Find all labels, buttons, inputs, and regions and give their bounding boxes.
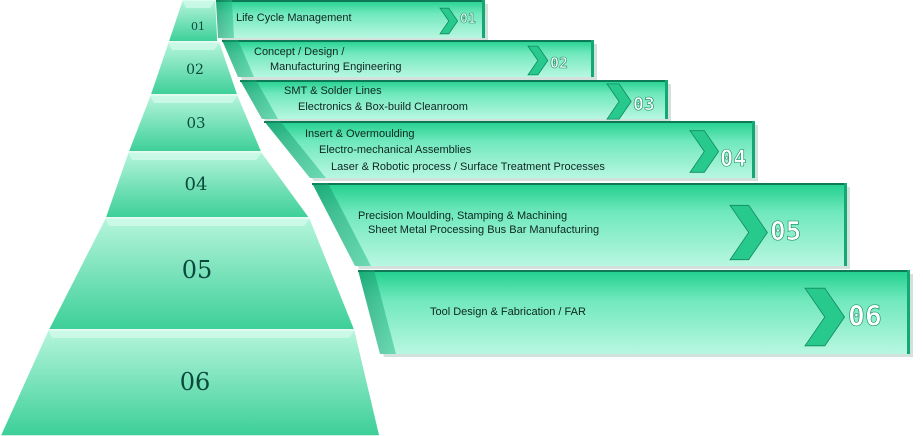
level-badge-number: 06: [848, 299, 882, 332]
level-badge-number: 01: [460, 12, 476, 27]
pyramid-layer: 01 02 03 04 05 06: [0, 0, 381, 436]
level-badge-number: 02: [550, 54, 568, 72]
band-text-line: Concept / Design /: [254, 46, 345, 58]
level-band-2: Concept / Design / Manufacturing Engineer…: [222, 40, 597, 80]
band-body: [264, 121, 755, 178]
band-side: [264, 121, 326, 178]
pyramid-tier-5: 05: [46, 217, 357, 331]
pyramid-tier-face: [103, 151, 312, 219]
pyramid-tier-1: 01: [166, 0, 219, 43]
pyramid-tier-bevel: [128, 152, 262, 160]
band-body: [312, 183, 847, 266]
level-badge-number: 04: [720, 147, 747, 172]
pyramid-level-number: 05: [182, 256, 213, 284]
chevron-right-icon: [689, 130, 720, 173]
band-text-line: Life Cycle Management: [236, 12, 352, 24]
pyramid-tier-bevel: [105, 218, 310, 226]
chevron-right-icon: [729, 204, 768, 261]
band-end-cap: [844, 183, 847, 266]
pyramid-tier-6: 06: [0, 329, 381, 436]
pyramid-tier-bevel: [150, 95, 238, 103]
level-band-6: Tool Design & Fabrication / FAR 06: [358, 270, 913, 357]
pyramid-level-number: 06: [180, 368, 211, 396]
band-end-cap: [752, 121, 755, 178]
level-band-4: Insert & OvermouldingElectro-mechanical …: [264, 121, 758, 181]
pyramid-level-number: 04: [185, 174, 208, 195]
band-end-cap: [907, 270, 910, 354]
band-end-cap: [665, 80, 668, 119]
band-text-line: SMT & Solder Lines: [284, 85, 382, 97]
pyramid-tier-4: 04: [103, 151, 312, 219]
chevron-right-icon: [606, 83, 632, 120]
band-body: [358, 270, 910, 354]
pyramid-level-number: 02: [186, 62, 204, 78]
level-band-5: Precision Moulding, Stamping & Machining…: [312, 183, 850, 269]
pyramid-level-number: 03: [186, 114, 205, 132]
pyramid-tier-bevel: [168, 42, 220, 50]
level-badge-number: 03: [633, 94, 655, 115]
band-text-line: Insert & Overmoulding: [305, 128, 414, 140]
band-text-line: Manufacturing Engineering: [270, 61, 401, 73]
band-text-line: Precision Moulding, Stamping & Machining: [358, 210, 567, 222]
level-band-1: Life Cycle Management 01: [216, 0, 488, 41]
band-text-line: Sheet Metal Processing Bus Bar Manufactu…: [368, 224, 599, 236]
level-badge-number: 05: [770, 217, 801, 247]
pyramid-tier-bevel: [48, 330, 355, 338]
band-text-line: Electronics & Box-build Cleanroom: [298, 101, 468, 113]
band-side: [240, 80, 278, 119]
pyramid-tier-bevel: [182, 0, 216, 8]
band-text-line: Electro-mechanical Assemblies: [319, 144, 472, 156]
band-side: [222, 40, 254, 77]
band-side: [358, 270, 396, 354]
band-text-line: Laser & Robotic process / Surface Treatm…: [331, 161, 605, 173]
chevron-right-icon: [439, 7, 459, 35]
band-body: [222, 40, 594, 77]
band-text-line: Tool Design & Fabrication / FAR: [430, 306, 586, 318]
pyramid-tier-2: 02: [148, 41, 240, 96]
pyramid-level-number: 01: [191, 20, 205, 33]
band-side: [216, 0, 234, 38]
band-end-cap: [482, 0, 485, 38]
pyramid-tier-3: 03: [126, 94, 264, 153]
band-side: [312, 183, 371, 266]
band-body: [216, 0, 485, 38]
band-body: [240, 80, 668, 119]
chevron-right-icon: [804, 287, 846, 347]
band-end-cap: [591, 40, 594, 77]
chevron-right-icon: [527, 45, 549, 76]
